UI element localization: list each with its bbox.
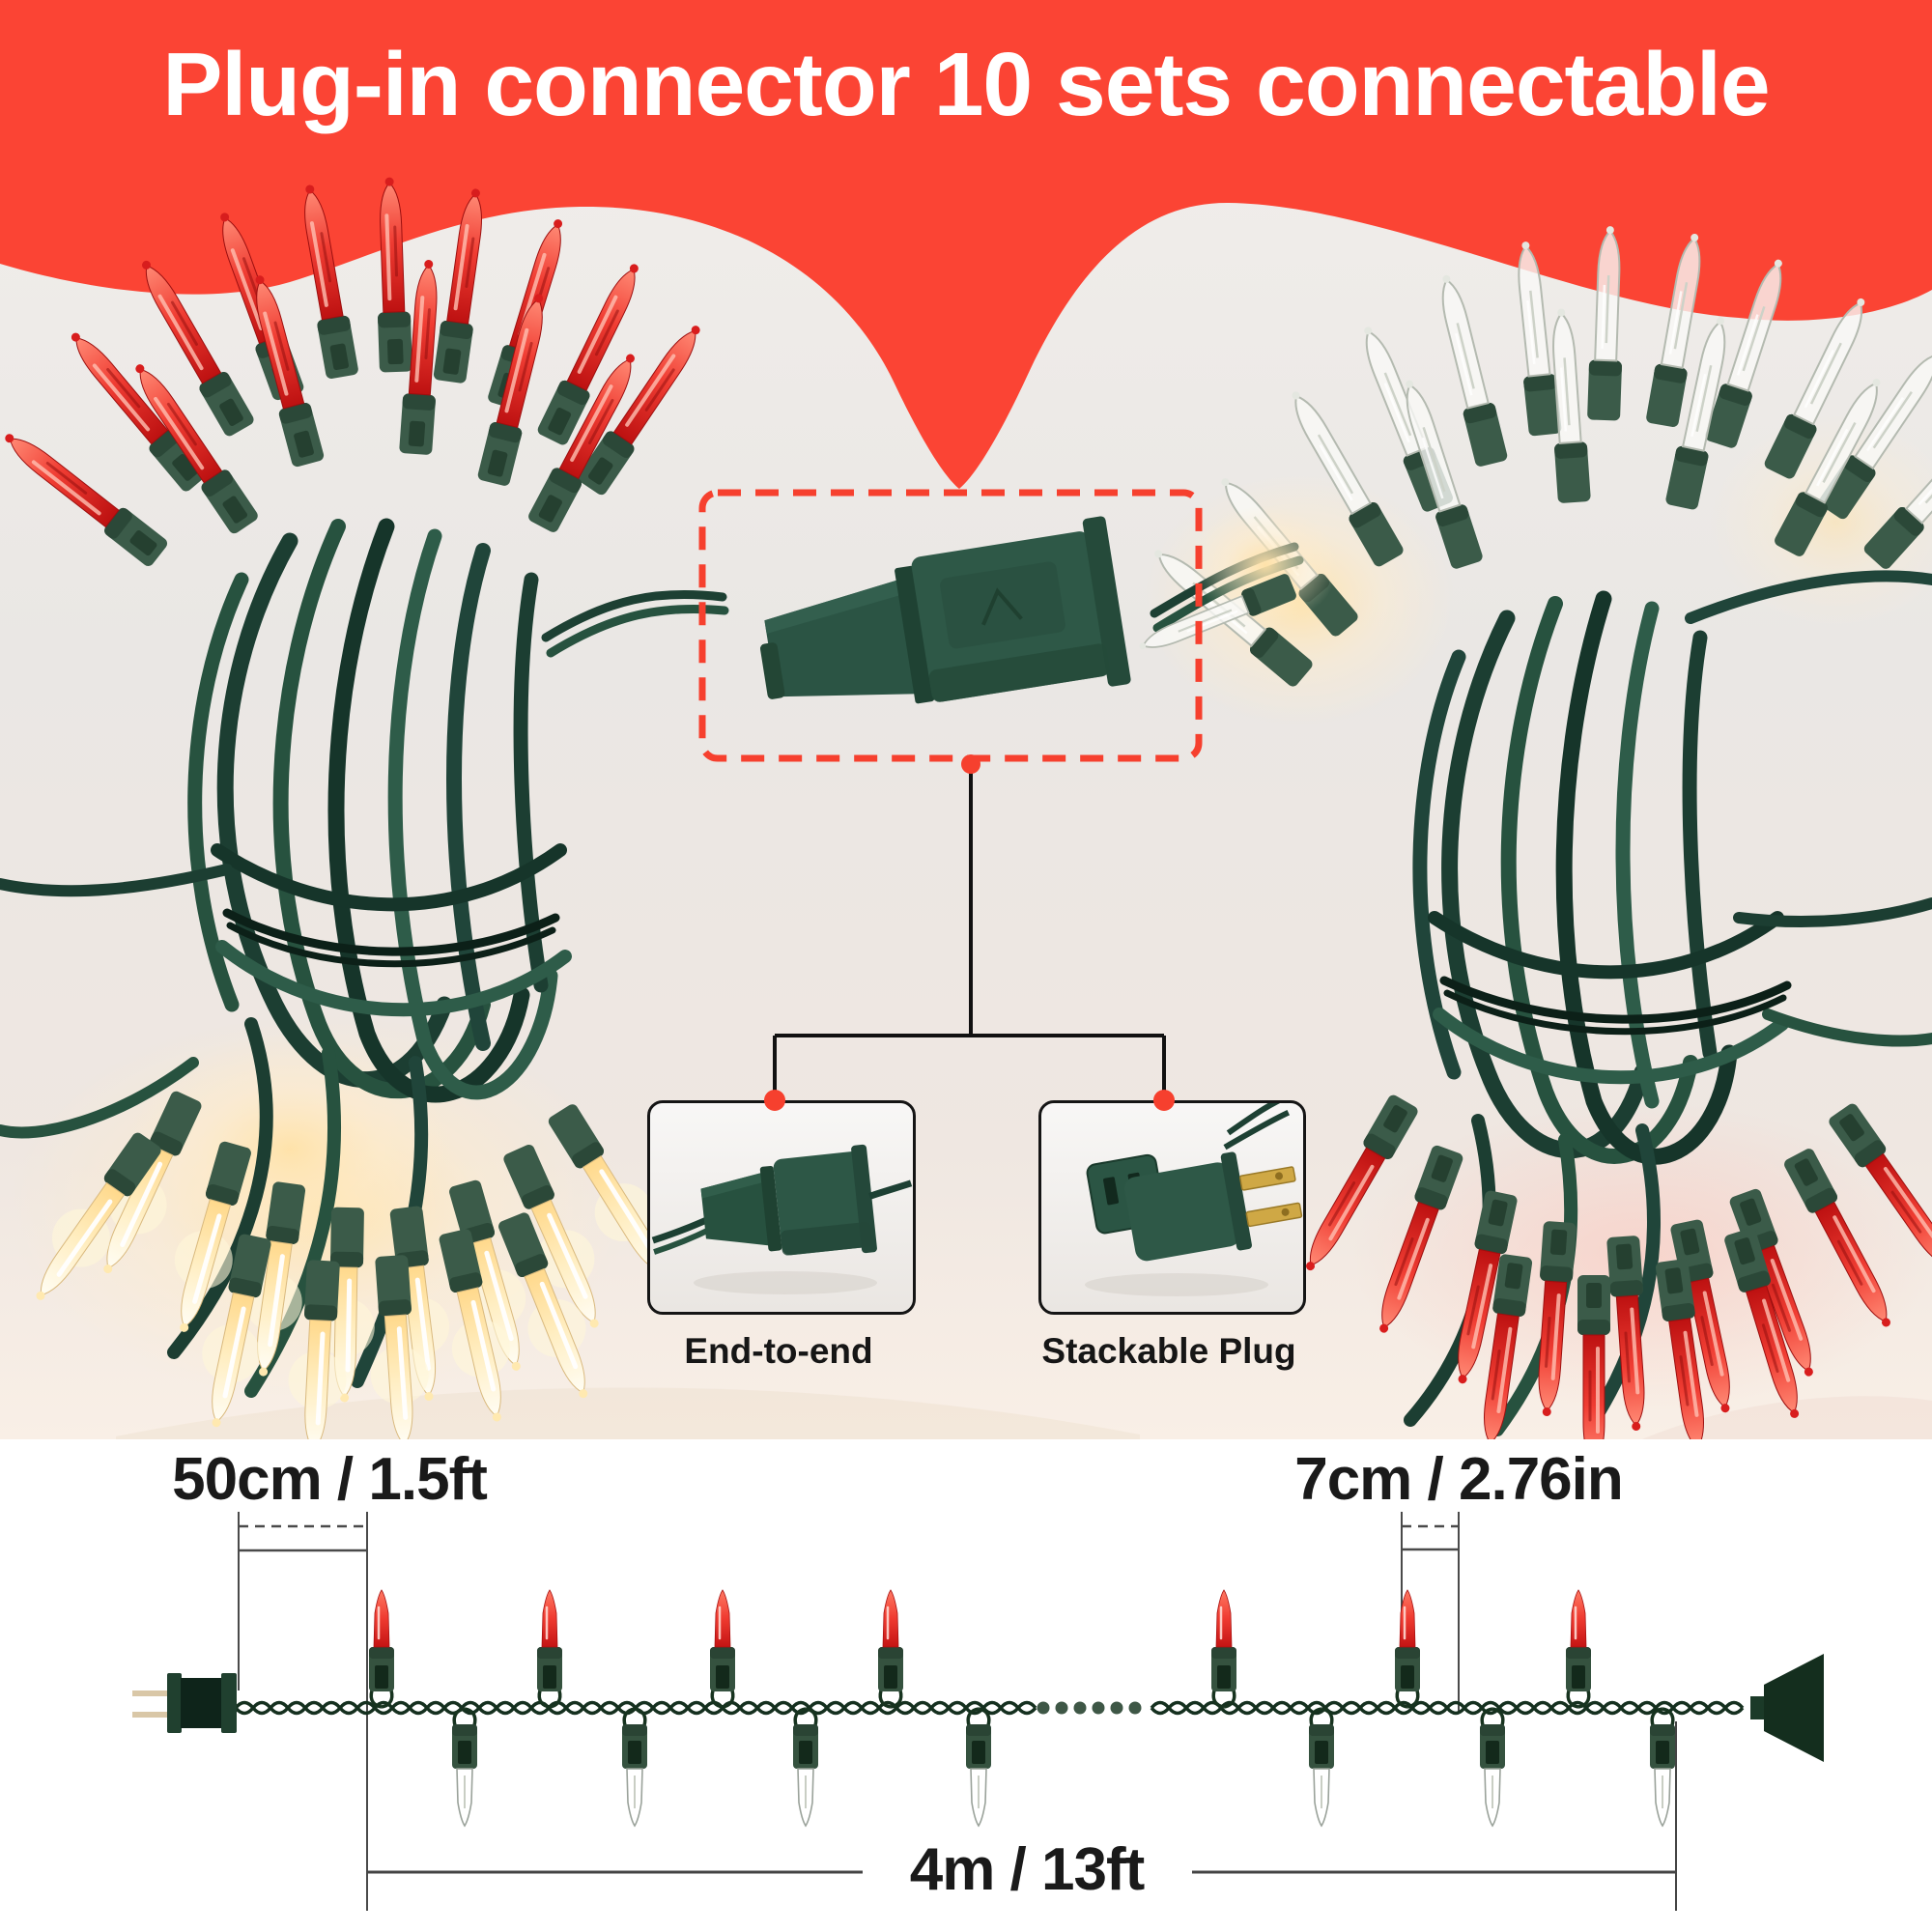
- bulb-spacing-label: 7cm / 2.76in: [1294, 1446, 1623, 1513]
- total-length-label: 4m / 13ft: [910, 1836, 1145, 1903]
- end-to-end-photo: [651, 1144, 913, 1294]
- right-light-bundle: [1143, 224, 1932, 1439]
- banner-wave: [0, 0, 1932, 489]
- end-connector: [1750, 1654, 1824, 1762]
- lead-length-label: 50cm / 1.5ft: [172, 1446, 487, 1513]
- connector-photo: [759, 516, 1131, 704]
- stackable-plug-label: Stackable Plug: [1041, 1331, 1296, 1371]
- connector-dashed-callout-box: [698, 489, 1203, 762]
- left-light-bundle: [0, 177, 714, 1439]
- backdrop-edge-wave: [116, 1387, 1140, 1439]
- backdrop-edge-wave-right: [1642, 1396, 1932, 1439]
- diagram-red-bulbs-up: [367, 1588, 1593, 1709]
- wire-continuation-dots: [1037, 1701, 1142, 1715]
- diagram-clear-bulbs-down: [450, 1707, 1677, 1828]
- lit-bulb-glow: [1193, 505, 1338, 625]
- measurement-diagram: 50cm / 1.5ft 7cm / 2.76in 4m / 13ft: [132, 1446, 1824, 1911]
- end-to-end-label: End-to-end: [684, 1331, 873, 1371]
- total-length-bracket: [367, 1721, 1677, 1911]
- end-to-end-card: [647, 1100, 916, 1315]
- lead-length-bracket: [238, 1512, 368, 1911]
- stackable-plug-photo: [1085, 1103, 1303, 1296]
- stackable-plug-card: [1038, 1100, 1306, 1315]
- photo-scene: [0, 0, 1932, 1439]
- banner-title: Plug-in connector 10 sets connectable: [162, 33, 1770, 134]
- power-plug: [132, 1673, 237, 1733]
